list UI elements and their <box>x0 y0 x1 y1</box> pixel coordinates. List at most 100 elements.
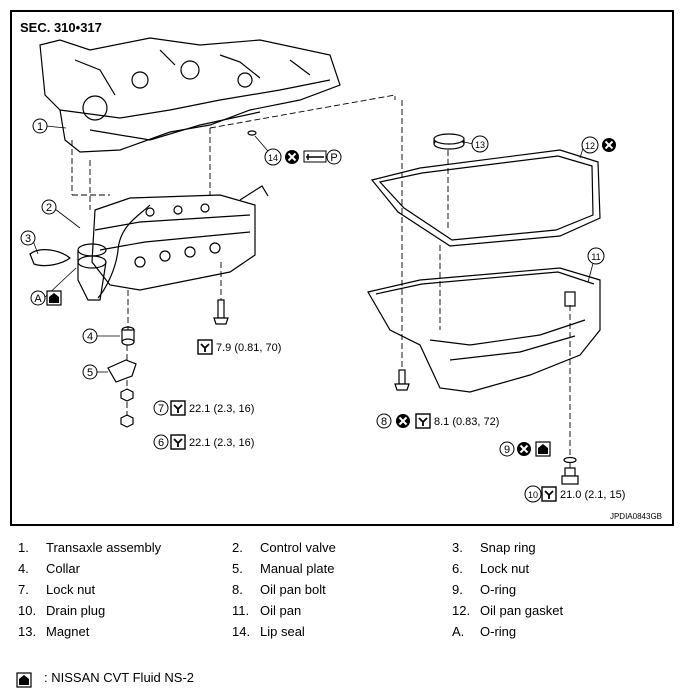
magnet <box>433 133 465 150</box>
fluid-legend-icon <box>16 672 32 688</box>
callout-14: 14 <box>264 148 282 166</box>
snap-ring <box>29 249 71 267</box>
control-valve-bolt <box>213 299 229 325</box>
legend-item-text: Lock nut <box>480 561 530 576</box>
torque-values: 7.9 (0.81, 70) 22.1 (2.3, 16) 22.1 (2.3,… <box>189 342 625 501</box>
legend-item-text: Transaxle assembly <box>46 540 162 555</box>
callout-10: 10 <box>524 485 542 503</box>
legend-item-number: 14. <box>232 624 251 639</box>
legend-item-text: Manual plate <box>260 561 335 576</box>
torque-value-6: 22.1 (2.3, 16) <box>189 437 254 449</box>
legend-item-number: 10. <box>18 603 37 618</box>
oil-pan-bolt <box>394 369 410 391</box>
torque-icon-control-valve-bolt <box>197 339 213 355</box>
replace-icon-12 <box>601 137 617 153</box>
legend-item-number: 13. <box>18 624 37 639</box>
callout-12: 12 <box>581 136 599 154</box>
legend-item-number: 6. <box>452 561 463 576</box>
svg-text:P: P <box>330 152 337 164</box>
svg-text:12: 12 <box>585 141 595 151</box>
svg-text:1: 1 <box>37 121 43 133</box>
legend-item-number: 7. <box>18 582 29 597</box>
callout-13: 13 <box>471 135 489 153</box>
replace-icon-14 <box>284 149 300 165</box>
svg-text:8: 8 <box>381 416 387 428</box>
legend-item-number: A. <box>452 624 465 639</box>
callout-7: 7 <box>153 400 169 416</box>
legend-item-text: Magnet <box>46 624 90 639</box>
legend-item-number: 9. <box>452 582 463 597</box>
svg-text:11: 11 <box>591 252 600 262</box>
callout-11: 11 <box>587 247 605 265</box>
lock-nut-7 <box>120 388 134 402</box>
callout-5: 5 <box>82 364 98 380</box>
legend-item-text: O-ring <box>480 582 517 597</box>
torque-icon-8 <box>415 413 431 429</box>
callout-1: 1 <box>32 118 48 134</box>
legend-item-number: 1. <box>18 540 29 555</box>
callout-group: 1 2 3 A 4 5 7 6 14 13 12 11 8 9 10 <box>20 118 605 503</box>
svg-text:5: 5 <box>87 367 93 379</box>
legend-item-text: Lip seal <box>260 624 305 639</box>
replace-icon-9 <box>516 441 532 457</box>
legend-item-text: Oil pan bolt <box>260 582 326 597</box>
svg-text:14: 14 <box>268 153 278 163</box>
svg-text:10: 10 <box>528 490 538 500</box>
legend-item-number: 2. <box>232 540 243 555</box>
legend-item-number: 12. <box>452 603 471 618</box>
reference-code: JPDIA0843GB <box>609 512 662 521</box>
svg-text:2: 2 <box>46 202 52 214</box>
callout-3: 3 <box>20 230 36 246</box>
legend-item-text: Snap ring <box>480 540 536 555</box>
legend-item-text: Oil pan <box>260 603 302 618</box>
control-valve <box>77 185 269 301</box>
fluid-icon-9 <box>535 441 551 457</box>
callout-2: 2 <box>41 199 57 215</box>
legend-item-text: Oil pan gasket <box>480 603 564 618</box>
section-label: SEC. 310•317 <box>20 20 102 35</box>
callout-4: 4 <box>82 328 98 344</box>
exploded-view-drawing: 1 2 3 A 4 5 7 6 14 13 12 11 8 9 10 P 7.9… <box>20 37 625 503</box>
svg-text:7: 7 <box>158 403 164 415</box>
svg-text:4: 4 <box>87 331 93 343</box>
torque-icon-7 <box>170 400 186 416</box>
replace-icon-8 <box>395 413 411 429</box>
torque-value-control-valve-bolt: 7.9 (0.81, 70) <box>216 342 281 354</box>
fluid-icon-A <box>46 290 62 306</box>
svg-text:9: 9 <box>504 444 510 456</box>
legend-item-number: 5. <box>232 561 243 576</box>
torque-value-10: 21.0 (2.1, 15) <box>560 489 625 501</box>
drain-plug <box>561 467 579 485</box>
callout-A: A <box>30 290 46 306</box>
legend-item-text: Lock nut <box>46 582 96 597</box>
legend-item-number: 8. <box>232 582 243 597</box>
callout-8: 8 <box>376 413 392 429</box>
legend-item-number: 11. <box>232 603 250 618</box>
fluid-legend-text: : NISSAN CVT Fluid NS-2 <box>44 670 195 685</box>
svg-text:3: 3 <box>25 233 31 245</box>
legend-item-number: 4. <box>18 561 29 576</box>
svg-text:A: A <box>34 293 42 305</box>
torque-value-7: 22.1 (2.3, 16) <box>189 403 254 415</box>
legend-item-text: O-ring <box>480 624 517 639</box>
o-ring-9 <box>563 456 577 464</box>
assembly-guide-lines <box>71 94 571 468</box>
legend-item-text: Collar <box>46 561 80 576</box>
oil-pan <box>367 267 601 393</box>
legend-item-number: 3. <box>452 540 463 555</box>
torque-icon-10 <box>541 486 557 502</box>
lip-seal <box>247 130 257 136</box>
callout-6: 6 <box>153 434 169 450</box>
legend-item-text: Drain plug <box>46 603 106 618</box>
legend-item-text: Control valve <box>260 540 336 555</box>
svg-text:6: 6 <box>158 437 164 449</box>
lock-nut-6 <box>120 414 134 428</box>
torque-icon-6 <box>170 434 186 450</box>
manual-plate <box>107 359 137 383</box>
svg-text:13: 13 <box>475 140 485 150</box>
seal-tool-icon-14 <box>303 150 327 163</box>
transaxle-assembly <box>39 37 341 153</box>
callout-P: P <box>326 149 342 165</box>
oil-pan-gasket <box>370 149 601 247</box>
torque-value-8: 8.1 (0.83, 72) <box>434 416 499 428</box>
